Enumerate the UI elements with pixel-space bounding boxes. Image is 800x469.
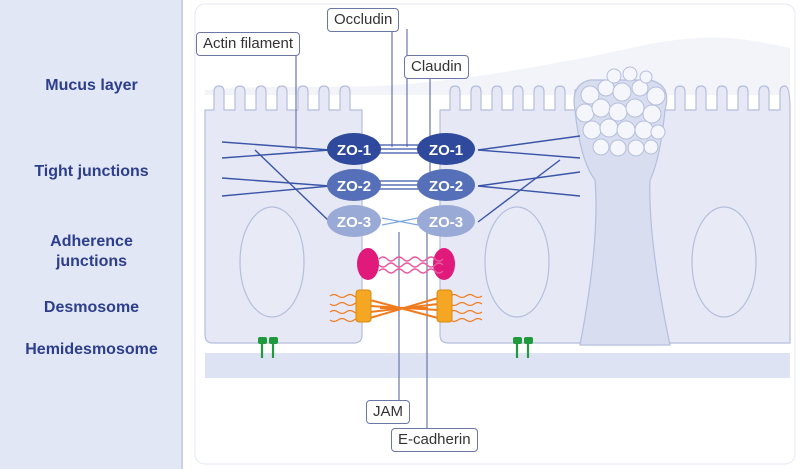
label-tight-junctions: Tight junctions [34, 163, 149, 180]
callout-jam: JAM [366, 400, 410, 424]
zo3-right [417, 205, 475, 237]
label-mucus-layer: Mucus layer [45, 77, 138, 94]
callout-claudin: Claudin [404, 55, 469, 79]
actin-filaments [221, 135, 581, 223]
hemidesmosome-left [258, 337, 278, 358]
label-desmosome: Desmosome [43, 299, 140, 316]
right-cell-nucleus [691, 206, 757, 318]
zo2-left-label: ZO-2 [337, 178, 371, 195]
label-hemidesmosome: Hemidesmosome [25, 341, 158, 358]
callout-leader-lines [295, 29, 431, 428]
cadherin-left [357, 248, 379, 280]
zo2-right-label: ZO-2 [429, 178, 463, 195]
desmosome-plaque-left [355, 289, 372, 323]
hemidesmosome-right [513, 337, 533, 358]
zo3-left [327, 205, 381, 237]
zo3-right-label: ZO-3 [429, 214, 463, 231]
callout-e-cadherin: E-cadherin [391, 428, 478, 452]
zo1-left-label: ZO-1 [337, 142, 371, 159]
zo1-right [417, 133, 475, 165]
desmosome-structure [329, 289, 483, 323]
basement-membrane [205, 353, 790, 378]
zo1-right-label: ZO-1 [429, 142, 463, 159]
label-adherence-junctions: Adherence junctions [50, 233, 133, 270]
zo3-left-label: ZO-3 [337, 214, 371, 231]
claudin-occludin-links [376, 144, 418, 190]
zo3-links [381, 217, 419, 226]
zo-proteins: ZO-1 ZO-1 ZO-2 ZO-2 ZO-3 ZO-3 [327, 133, 475, 237]
desmosome-plaque-right [436, 289, 453, 323]
cadherin-right [433, 248, 455, 280]
adherence-junction [357, 248, 455, 280]
zo2-right [417, 169, 475, 201]
callout-actin-filament: Actin filament [196, 32, 301, 56]
zo1-left [327, 133, 381, 165]
goblet-cell [573, 66, 671, 346]
left-cell-nucleus [239, 206, 305, 318]
left-label-panel: Mucus layer Tight junctions Adherence ju… [0, 0, 183, 469]
zo2-left [327, 169, 381, 201]
callout-occludin: Occludin [327, 8, 400, 32]
middle-cell-nucleus [484, 206, 550, 318]
